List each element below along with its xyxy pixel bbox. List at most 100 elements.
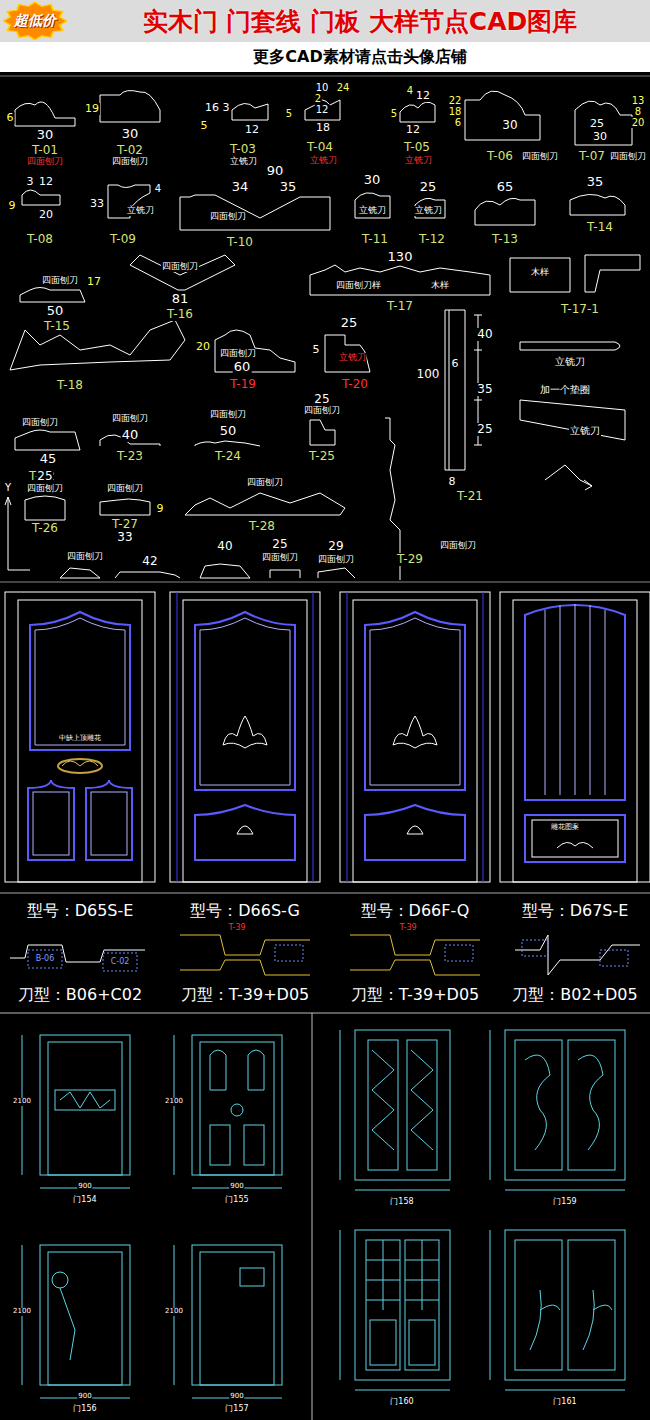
cad-label: 50 — [219, 424, 238, 438]
knife-profiles — [10, 935, 640, 975]
part-number: T-08 — [26, 233, 54, 246]
dimension: 19 — [84, 103, 100, 115]
cad-label: 门155 — [224, 1196, 249, 1205]
door-panel-d65 — [5, 592, 155, 882]
dimension: 5 — [285, 108, 293, 119]
cad-label: 25 — [589, 118, 605, 130]
door-panel-d67 — [500, 592, 650, 882]
cad-label: 门154 — [72, 1196, 97, 1205]
part-number: T-29 — [396, 553, 424, 566]
red-note: 四面刨刀 — [26, 157, 64, 167]
cad-label: 门161 — [552, 1398, 577, 1407]
cad-label: 四面刨刀 — [111, 414, 149, 424]
cad-label: 3 — [26, 176, 35, 188]
cad-label: 40 — [216, 540, 233, 553]
part-number: T-14 — [586, 221, 614, 234]
part-number: T-23 — [116, 450, 144, 463]
part-number: T-12 — [418, 233, 446, 246]
price-badge: 超低价 — [3, 2, 67, 40]
cad-label: 四面刨刀 — [106, 484, 144, 494]
cad-label: 型号：D66F-Q — [360, 902, 471, 920]
cad-label: 门156 — [72, 1405, 97, 1414]
cad-label: 门157 — [224, 1405, 249, 1414]
cad-label: 2100 — [164, 1098, 184, 1106]
cad-label: 12 — [315, 104, 330, 115]
cad-label: 立铣刀 — [569, 425, 601, 436]
cad-label: 42 — [141, 555, 158, 568]
dimension: 9 — [156, 503, 165, 515]
cad-label: 四面刨刀 — [41, 276, 79, 286]
dimension: 13 — [631, 95, 646, 106]
door-panel-d66s — [170, 592, 320, 882]
cad-label: 33 — [89, 198, 105, 210]
dimension: 6 — [454, 117, 462, 128]
cad-label: 900 — [229, 1393, 244, 1401]
red-note: T-39 — [398, 924, 417, 933]
frame-line — [0, 76, 650, 77]
cad-label: 6 — [451, 358, 460, 370]
red-note: T-39 — [227, 924, 246, 933]
cad-label: 四面刨刀 — [246, 478, 284, 488]
cad-label: 3 — [222, 102, 231, 114]
dimension: 24 — [336, 82, 351, 93]
cad-label: 30 — [121, 127, 140, 141]
dimension: 5 — [200, 120, 209, 132]
cad-label: 四面刨刀 — [439, 541, 477, 551]
part-number: T-07 — [578, 150, 606, 163]
cad-label: 90 — [266, 164, 285, 178]
cad-label: 刀型：B06+C02 — [17, 986, 143, 1004]
cad-label: 12 — [405, 124, 421, 136]
cad-label: 型号：D67S-E — [521, 902, 630, 920]
cad-label: 雕花图案 — [550, 824, 580, 832]
cad-label: 25 — [476, 423, 493, 436]
red-note: T-19 — [229, 378, 257, 391]
cad-label: 4 — [154, 183, 162, 194]
part-number: T-27 — [111, 518, 139, 531]
cad-label: 门160 — [389, 1398, 414, 1407]
cad-label: 门159 — [552, 1198, 577, 1207]
cad-label: 12 — [415, 90, 431, 102]
cad-label: 中缺上顶雕花 — [58, 735, 102, 743]
cad-label: 立铣刀 — [126, 206, 155, 216]
badge-text: 超低价 — [14, 13, 56, 28]
part-number: T-06 — [486, 150, 514, 163]
cad-label: 35 — [586, 175, 605, 189]
part-number: T-24 — [214, 450, 242, 463]
cad-label: 型号：D65S-E — [26, 902, 135, 920]
door-elevations — [22, 1030, 625, 1398]
cad-label: 25 — [271, 538, 288, 551]
cad-label: 立铣刀 — [414, 206, 443, 216]
cad-label: 刀型：T-39+D05 — [350, 986, 481, 1004]
cad-label: Y — [4, 482, 12, 493]
cad-label: 18 — [315, 122, 331, 134]
red-note: T-20 — [341, 378, 369, 391]
cad-label: 20 — [38, 209, 54, 221]
cad-label: 型号：D66S-G — [189, 902, 301, 920]
cad-label: 25 — [340, 316, 359, 330]
dimension: 17 — [86, 276, 102, 288]
cad-label: 25 — [419, 180, 438, 194]
dimension: 22 — [448, 95, 463, 106]
part-number: T-28 — [248, 520, 276, 533]
frame-line — [0, 1013, 650, 1014]
cad-label: 900 — [77, 1393, 92, 1401]
cad-label: 四面刨刀 — [521, 152, 559, 162]
part-number: T-26 — [31, 522, 59, 535]
part-number: T-17-1 — [560, 303, 600, 316]
cad-label: 立铣刀 — [229, 157, 258, 167]
cad-label: 900 — [77, 1183, 92, 1191]
cad-label: 四面刨刀 — [609, 152, 647, 162]
cad-label: 木样 — [430, 281, 450, 291]
cad-label: 35 — [279, 180, 298, 194]
part-number: T-03 — [229, 143, 257, 156]
cad-label: 30 — [363, 173, 382, 187]
frame-line — [312, 1013, 313, 1420]
cad-label: 2100 — [12, 1308, 32, 1316]
dimension: 9 — [8, 200, 17, 212]
cad-label: 900 — [229, 1183, 244, 1191]
part-number: T-21 — [456, 490, 484, 503]
dimension: 4 — [406, 85, 414, 96]
cad-label: 四面刨刀 — [21, 418, 59, 428]
cad-label: 2100 — [12, 1098, 32, 1106]
